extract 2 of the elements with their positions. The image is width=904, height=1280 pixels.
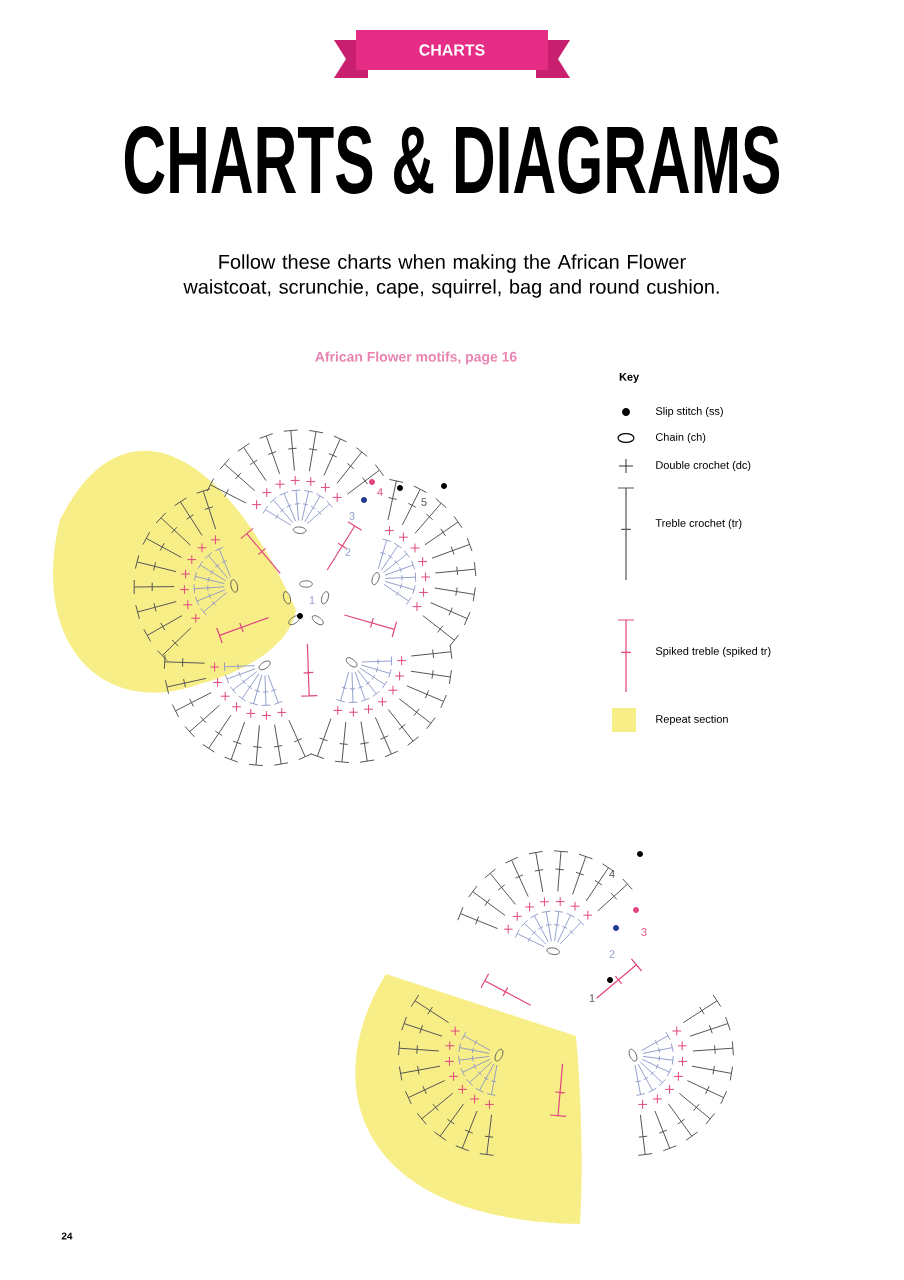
- page-title: CHARTS & DIAGRAMS: [124, 126, 780, 194]
- intro-text: Follow these charts when making the African Flower waistcoat, scrunchie, cape, squirrel, bag and round cushion.: [183, 254, 719, 298]
